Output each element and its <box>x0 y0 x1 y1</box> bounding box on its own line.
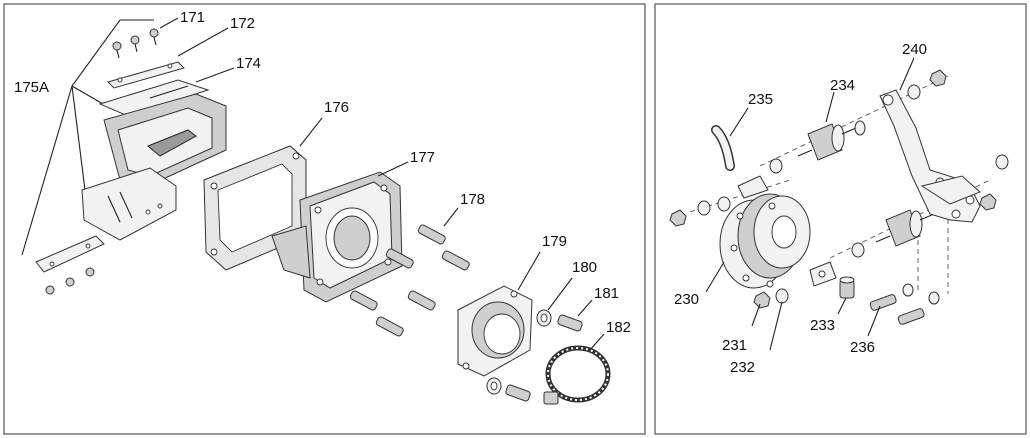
mount-234 <box>797 123 857 161</box>
clamp-182 <box>543 345 611 405</box>
screws-171 <box>112 28 159 59</box>
label-176: 176 <box>324 99 349 116</box>
bracket-175a <box>21 19 154 256</box>
label-235: 235 <box>748 91 773 108</box>
label-172: 172 <box>230 15 255 32</box>
housing-230 <box>719 175 837 289</box>
label-175a: 175A <box>14 79 49 96</box>
flange-179 <box>457 285 533 377</box>
label-180: 180 <box>572 259 597 276</box>
manifold-177 <box>271 171 403 303</box>
bolts-178 <box>349 224 470 337</box>
reed-petal-174 <box>98 79 210 117</box>
label-177: 177 <box>410 149 435 166</box>
label-171: 171 <box>180 9 205 26</box>
label-240: 240 <box>902 41 927 58</box>
lower-screws <box>45 267 95 295</box>
reed-block <box>81 93 227 241</box>
screws-236 <box>869 283 940 325</box>
nuts-washers <box>669 69 1009 309</box>
label-230: 230 <box>674 291 699 308</box>
label-174: 174 <box>236 55 261 72</box>
label-179: 179 <box>542 233 567 250</box>
label-233: 233 <box>810 317 835 334</box>
right-panel: 240 234 235 230 233 231 236 232 <box>654 3 1027 435</box>
label-178: 178 <box>460 191 485 208</box>
bracket-240 <box>879 89 981 223</box>
screw-181 <box>557 314 583 332</box>
label-236: 236 <box>850 339 875 356</box>
label-231: 231 <box>722 337 747 354</box>
label-181: 181 <box>594 285 619 302</box>
retainer-plate-172 <box>107 61 185 89</box>
label-234: 234 <box>830 77 855 94</box>
label-182: 182 <box>606 319 631 336</box>
left-panel: 171 172 174 175A 176 177 178 179 180 181… <box>3 3 646 435</box>
spacer-233 <box>839 276 855 299</box>
label-232: 232 <box>730 359 755 376</box>
